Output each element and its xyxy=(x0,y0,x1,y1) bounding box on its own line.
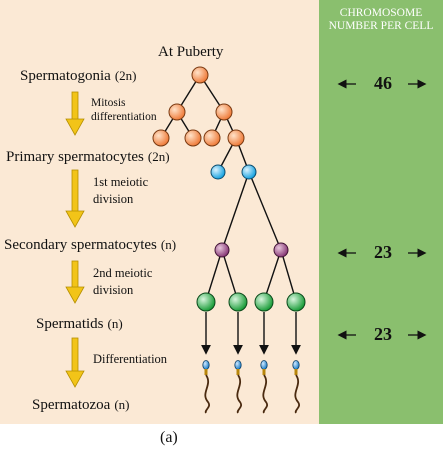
chromosome-number-spermatids: 23 xyxy=(374,324,392,344)
spermatogonia-cells xyxy=(152,66,245,147)
sperm-1 xyxy=(202,360,210,414)
sperm-2 xyxy=(234,360,242,414)
stage-name: Spermatozoa xyxy=(32,397,111,413)
sperm-3 xyxy=(260,360,268,414)
secondary-spermatocyte-cells xyxy=(214,242,289,258)
stage-primary-spermatocytes: Primary spermatocytes (2n) xyxy=(6,149,170,165)
stage-ploidy: (2n) xyxy=(114,68,137,83)
down-arrow-3 xyxy=(65,260,85,304)
stage-spermatogonia: Spermatogonia (2n) xyxy=(20,68,137,84)
stage-spermatozoa: Spermatozoa (n) xyxy=(32,397,129,413)
diagram-title: At Puberty xyxy=(158,44,224,60)
figure-caption: (a) xyxy=(160,429,178,446)
chromosome-panel xyxy=(319,0,443,424)
chromosome-arrows xyxy=(337,79,427,340)
chromosome-number-secondary: 23 xyxy=(374,242,392,262)
down-arrow-1 xyxy=(65,91,85,136)
stage-secondary-spermatocytes: Secondary spermatocytes (n) xyxy=(4,237,176,253)
transition-meiosis-2: 2nd meiotic division xyxy=(93,266,153,297)
stage-name: Secondary spermatocytes xyxy=(4,237,157,253)
stage-name: Primary spermatocytes xyxy=(6,149,144,165)
stage-name: Spermatids xyxy=(36,316,104,332)
stage-ploidy: (n) xyxy=(107,316,123,331)
spermatid-arrows xyxy=(201,312,301,355)
down-arrow-4 xyxy=(65,337,85,388)
stage-ploidy: (2n) xyxy=(147,149,170,164)
chromosome-header: CHROMOSOME NUMBER PER CELL xyxy=(328,7,434,32)
chromosome-number-spermatogonia: 46 xyxy=(374,73,392,93)
down-arrow-2 xyxy=(65,169,85,228)
spermatozoa xyxy=(202,360,300,414)
transition-mitosis: Mitosis differentiation xyxy=(91,97,157,123)
transition-meiosis-1: 1st meiotic division xyxy=(93,175,149,206)
sperm-4 xyxy=(292,360,300,414)
stage-name: Spermatogonia xyxy=(20,68,111,84)
primary-spermatocyte-cells xyxy=(210,164,257,180)
stage-ploidy: (n) xyxy=(114,397,130,412)
spermatid-cells xyxy=(196,292,306,312)
transition-differentiation: Differentiation xyxy=(93,352,168,366)
stage-spermatids: Spermatids (n) xyxy=(36,316,123,332)
stage-ploidy: (n) xyxy=(160,237,177,252)
